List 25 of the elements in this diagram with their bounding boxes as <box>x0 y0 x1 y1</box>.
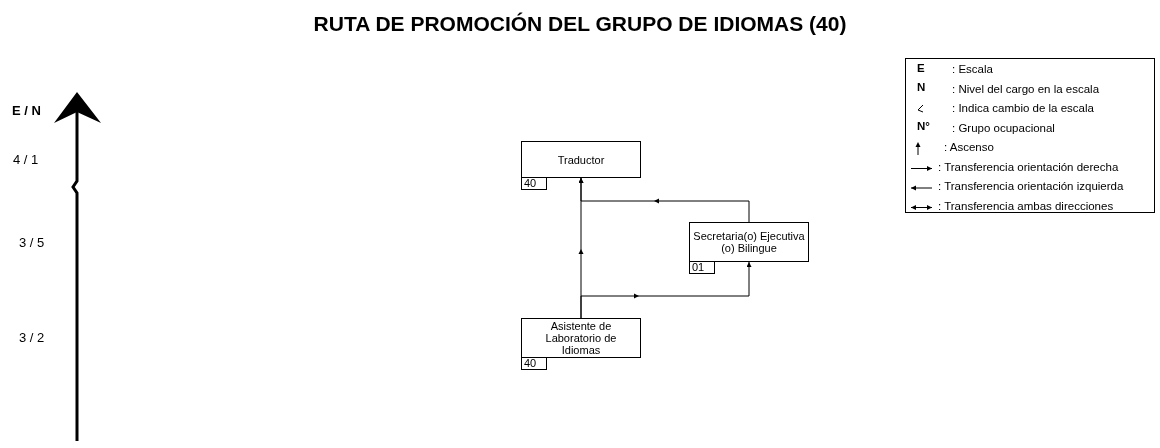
legend-text: : Transferencia ambas direcciones <box>938 199 1114 212</box>
job-box <box>521 318 641 358</box>
job-box <box>689 222 809 262</box>
legend-text: : Transferencia orientación derecha <box>938 160 1119 173</box>
job-title: Traductor <box>556 153 606 166</box>
legend-text: : Transferencia orientación izquierda <box>938 180 1124 192</box>
group-code: 40 <box>521 177 547 190</box>
scale-level-label: 3 / 5 <box>19 235 45 250</box>
group-code: 01 <box>689 261 715 274</box>
legend-key: E <box>917 62 925 74</box>
legend-text: : Ascenso <box>944 141 994 153</box>
job-title: Secretaria(o) Ejecutiva (o) Bilingue <box>692 230 806 254</box>
job-box <box>521 141 641 178</box>
axis-title: E / N <box>12 103 41 118</box>
scale-level-label: 3 / 2 <box>19 330 45 345</box>
legend-text: : Grupo ocupacional <box>952 121 1055 134</box>
legend-key: N° <box>917 120 930 132</box>
scale-level-label: 4 / 1 <box>13 152 39 167</box>
legend-text: : Indica cambio de la escala <box>952 102 1094 114</box>
diagram-title: RUTA DE PROMOCIÓN DEL GRUPO DE IDIOMAS (40) <box>312 12 848 36</box>
legend-text: : Nivel del cargo en la escala <box>952 82 1100 95</box>
group-code: 40 <box>521 357 547 370</box>
legend-text: : Escala <box>952 63 993 75</box>
legend-key: N <box>917 81 926 93</box>
job-title: Asistente de Laboratorio de Idiomas <box>544 320 618 356</box>
